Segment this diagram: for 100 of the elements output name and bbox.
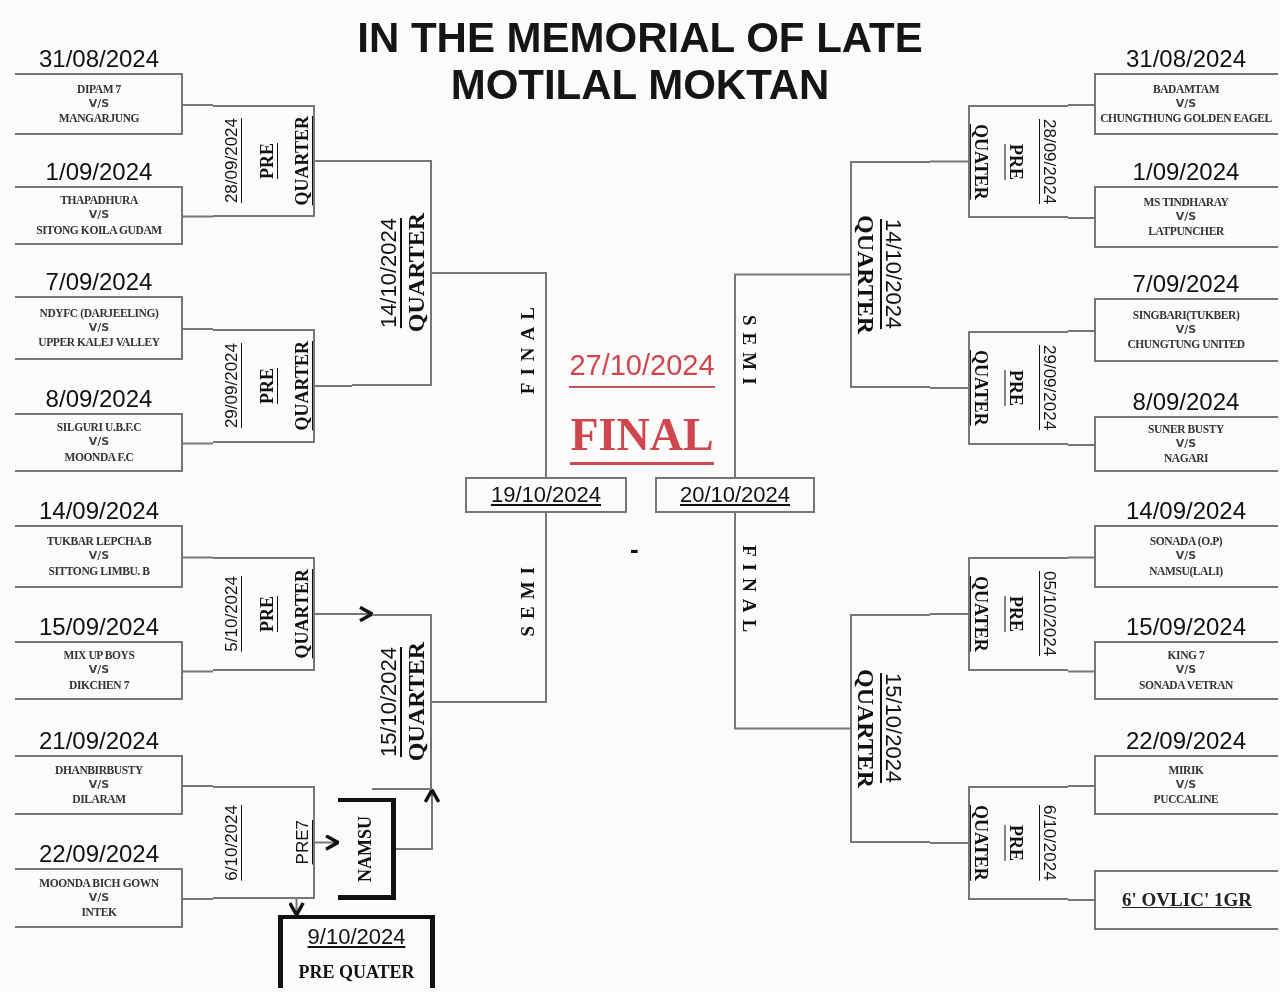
team-name: MOONDA F.C [64, 450, 134, 464]
bracket-line [182, 215, 214, 218]
round-bracket [850, 614, 930, 843]
chevron-arrow [314, 605, 374, 623]
bracket-line [929, 160, 969, 163]
bracket-frame [278, 915, 435, 988]
round-bracket [213, 557, 315, 671]
round-label: QUATER [972, 350, 990, 426]
team-name: UPPER KALEJ VALLEY [38, 336, 160, 350]
final-heading: FINAL [570, 412, 714, 465]
versus-label: V/S [88, 891, 110, 905]
versus-label: V/S [88, 664, 110, 677]
round-date: 28/09/2024 [223, 118, 240, 204]
date-box [465, 477, 627, 513]
team-name: KING 7 [1167, 649, 1205, 663]
bracket-line [182, 670, 214, 673]
bracket-line [182, 442, 214, 445]
match-date: 20/10/2024 [679, 484, 791, 506]
bracket-line [182, 328, 214, 330]
round-label: SEMI [740, 315, 759, 392]
versus-label: V/S [1175, 778, 1197, 792]
versus-label: V/S [88, 209, 110, 222]
team-name: NAMSU(LALI) [1149, 564, 1223, 578]
team-name: BADAMTAM [1152, 82, 1220, 96]
round-label: QUARTER [404, 213, 428, 333]
round-bracket [968, 105, 1068, 218]
bracket-line [1067, 444, 1095, 446]
match-date: 8/09/2024 [1094, 388, 1278, 418]
dash-mark: - [630, 536, 639, 562]
round-label: PRE QUATER [298, 962, 415, 981]
team-name: MIX UP BOYS [63, 649, 135, 663]
match-date: 21/09/2024 [15, 727, 183, 757]
team-name: SITTONG LIMBU. B [48, 564, 150, 578]
round-label: QUARTER [854, 214, 878, 335]
round-bracket [213, 786, 315, 899]
round-date: 6/10/2024 [1041, 805, 1058, 881]
match-date: 22/09/2024 [15, 840, 183, 870]
bracket-line [929, 387, 969, 389]
bracket-line [1067, 785, 1095, 787]
round-bracket [850, 161, 930, 388]
team-name: DIPAM 7 [77, 82, 121, 96]
round-label: PRE [1006, 825, 1025, 861]
versus-label: V/S [1175, 97, 1197, 111]
round-bracket [968, 331, 1068, 445]
versus-label: V/S [1175, 437, 1197, 451]
round-date: 14/10/2024 [378, 217, 400, 329]
match-date: 15/09/2024 [15, 613, 183, 643]
team-name: MIRIK [1168, 763, 1204, 777]
bracket-line [734, 512, 851, 730]
round-bracket [372, 614, 432, 790]
round-label: PRE [1006, 596, 1025, 632]
match-date: 15/09/2024 [1094, 613, 1278, 643]
bracket-line [1067, 217, 1095, 219]
round-label: QUARTER [293, 116, 311, 206]
match-bracket [1094, 870, 1278, 930]
round-date: 28/09/2024 [1041, 118, 1058, 205]
round-label: FINAL [740, 545, 759, 640]
match-date: 1/09/2024 [1094, 158, 1278, 188]
team-name: MOONDA BICH GOWN [39, 876, 159, 890]
team-name: DILARAM [72, 793, 126, 807]
round-label: QUARTER [854, 668, 878, 789]
chevron-arrow [288, 898, 305, 917]
team-name: SONADA (O.P) [1149, 535, 1223, 549]
round-label: PRE [257, 596, 276, 632]
versus-label: V/S [88, 436, 110, 449]
team-name: SUNER BUSTY [1148, 422, 1224, 436]
bracket-line [182, 104, 214, 106]
title: IN THE MEMORIAL OF LATE MOTILAL MOKTAN [356, 14, 924, 109]
round-label: QUATER [972, 576, 990, 652]
bracket-line [314, 385, 353, 387]
round-date: 29/09/2024 [223, 343, 240, 429]
final-date: 27/10/2024 [569, 350, 715, 388]
bracket-frame [338, 798, 396, 900]
bracket-line [1067, 899, 1095, 901]
bracket-line [314, 160, 353, 162]
match-date: 31/08/2024 [15, 45, 183, 75]
team-name: LATPUNCHER [1148, 225, 1224, 239]
round-label: QUARTER [293, 341, 311, 431]
team-name: SITONG KOILA GUDAM [36, 223, 162, 237]
round-date: 15/10/2024 [378, 646, 400, 758]
team-name: SINGBARI(TUKBER) [1132, 308, 1240, 322]
team-name: PUCCALINE [1153, 793, 1219, 807]
versus-label: V/S [88, 321, 110, 335]
match-date: 31/08/2024 [1094, 45, 1278, 75]
round-label: PRE [257, 368, 276, 404]
match-date: 14/09/2024 [15, 497, 183, 527]
team-name: THAPADHURA [60, 194, 138, 208]
team-name: NAMSU [355, 815, 374, 882]
round-bracket [213, 105, 315, 217]
versus-label: V/S [1175, 210, 1197, 224]
bracket-line [182, 898, 214, 900]
match-date: 7/09/2024 [1094, 270, 1278, 300]
round-date: 6/10/2024 [223, 804, 240, 881]
bracket-line [1067, 556, 1095, 559]
bracket-line [182, 785, 214, 787]
round-label: QUARTER [404, 642, 428, 762]
round-date: 05/10/2024 [1041, 571, 1058, 657]
match-date: 19/10/2024 [490, 484, 602, 506]
bracket-line [1067, 330, 1095, 332]
round-label: SEMI [518, 560, 537, 637]
